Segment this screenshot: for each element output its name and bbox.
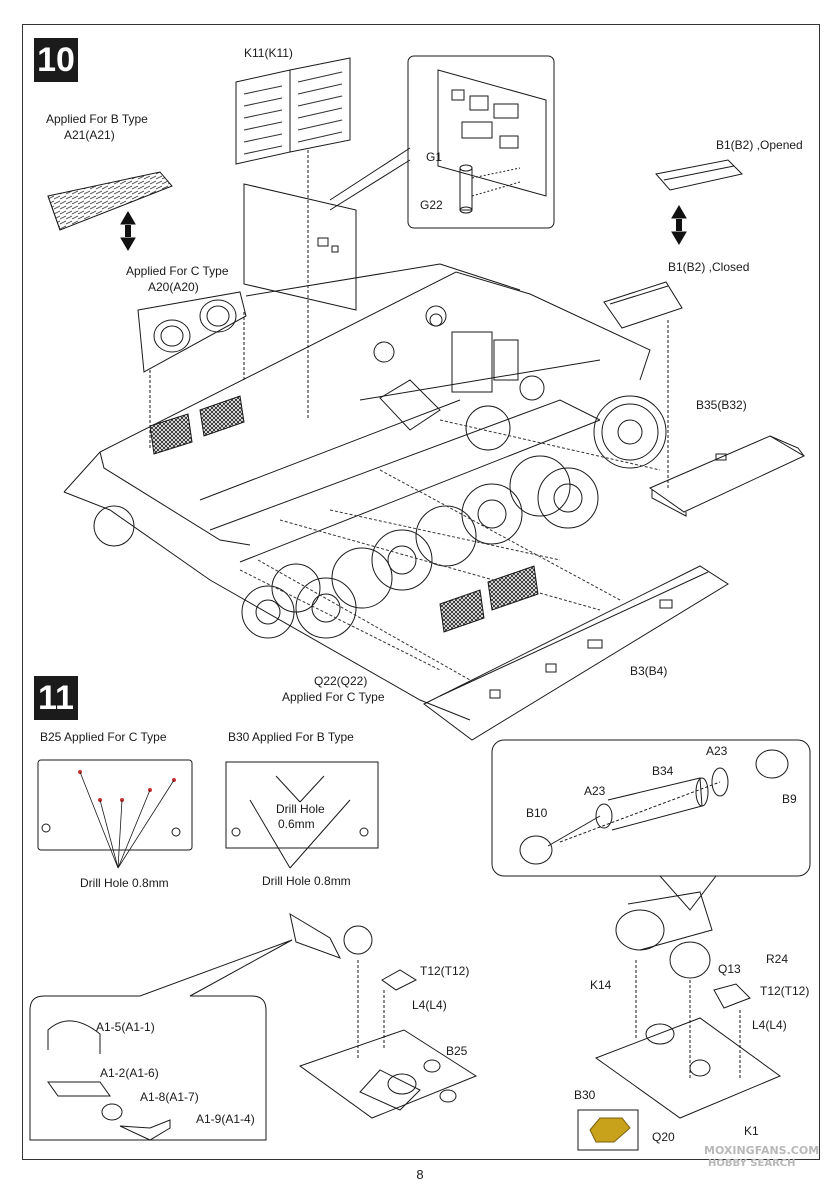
- b1-hatch-opened: [655, 159, 743, 191]
- double-arrow-a21: [120, 211, 136, 251]
- b30-drill-inner-size: 0.6mm: [278, 817, 315, 831]
- k1-photoetch-part: [577, 1109, 639, 1151]
- g1-g22-inset: [329, 55, 555, 229]
- a21-applied-label: Applied For B Type: [46, 112, 148, 126]
- a1-8-label: A1-8(A1-7): [140, 1090, 199, 1104]
- b30-drill-outer-label: Drill Hole 0.8mm: [262, 874, 351, 888]
- double-arrow-b1: [671, 205, 687, 245]
- k11-label: K11(K11): [244, 46, 293, 60]
- b10-label: B10: [526, 806, 548, 820]
- step-10-badge: 10: [34, 38, 78, 82]
- q22-applied-label: Applied For C Type: [282, 690, 385, 704]
- leader-lines: [239, 419, 661, 681]
- main-hull: [63, 263, 651, 721]
- t12-right-label: T12(T12): [760, 984, 810, 998]
- l4-left-label: L4(L4): [412, 998, 447, 1012]
- a23-top-label: A23: [706, 744, 728, 758]
- a21-part-label: A21(A21): [64, 128, 115, 142]
- b30-drill-inner-label: Drill Hole: [276, 802, 325, 816]
- a1-9-label: A1-9(A1-4): [196, 1112, 255, 1126]
- b35-rear-plate: [648, 435, 806, 517]
- t12-left-label: T12(T12): [420, 964, 470, 978]
- b30-title-label: B30 Applied For B Type: [228, 730, 354, 744]
- b25-muffler-assembly: [289, 912, 478, 1119]
- page-border: [22, 24, 820, 1160]
- b25-left-label: B25: [446, 1044, 468, 1058]
- b3-fender-part: [423, 565, 729, 741]
- armor-plate-part: [243, 183, 357, 311]
- a21-grille-part: [47, 171, 173, 231]
- b30-right-label: B30: [574, 1088, 596, 1102]
- a1-2-label: A1-2(A1-6): [100, 1066, 159, 1080]
- k14-label: K14: [590, 978, 612, 992]
- q22-label: Q22(Q22): [314, 674, 368, 688]
- road-wheels: [93, 313, 667, 639]
- b3-label: B3(B4): [630, 664, 668, 678]
- b9-label: B9: [782, 792, 797, 806]
- exhaust-inset: [491, 739, 811, 911]
- k1-label: K1: [744, 1124, 759, 1138]
- r24-label: R24: [766, 952, 789, 966]
- b25-title-label: B25 Applied For C Type: [40, 730, 167, 744]
- q13-label: Q13: [718, 962, 741, 976]
- a20-part-label: A20(A20): [148, 280, 199, 294]
- watermark-line1: MOXINGFANS.COM: [704, 1144, 820, 1157]
- b25-plate-diagram: [37, 759, 193, 869]
- watermark-line2: HOBBY SEARCH: [708, 1158, 796, 1169]
- b30-muffler-assembly: [594, 891, 782, 1119]
- b1-opened-label: B1(B2) ,Opened: [716, 138, 803, 152]
- g1-label: G1: [426, 150, 443, 164]
- b1-hatch-closed: [603, 281, 683, 329]
- a23-mid-label: A23: [584, 784, 606, 798]
- b35-label: B35(B32): [696, 398, 747, 412]
- b25-drill-label: Drill Hole 0.8mm: [80, 876, 169, 890]
- b30-plate-diagram: [225, 761, 379, 869]
- q20-label: Q20: [652, 1130, 675, 1144]
- a1-inset: [29, 939, 293, 1141]
- g22-label: G22: [420, 198, 443, 212]
- l4-right-label: L4(L4): [752, 1018, 787, 1032]
- a20-applied-label: Applied For C Type: [126, 264, 229, 278]
- page-number: 8: [416, 1167, 424, 1182]
- a20-fan-cover-part: [137, 291, 247, 373]
- b1-closed-label: B1(B2) ,Closed: [668, 260, 750, 274]
- step-11-badge: 11: [34, 676, 78, 720]
- a1-5-label: A1-5(A1-1): [96, 1020, 155, 1034]
- b34-label: B34: [652, 764, 674, 778]
- k11-grille-part: [235, 57, 351, 165]
